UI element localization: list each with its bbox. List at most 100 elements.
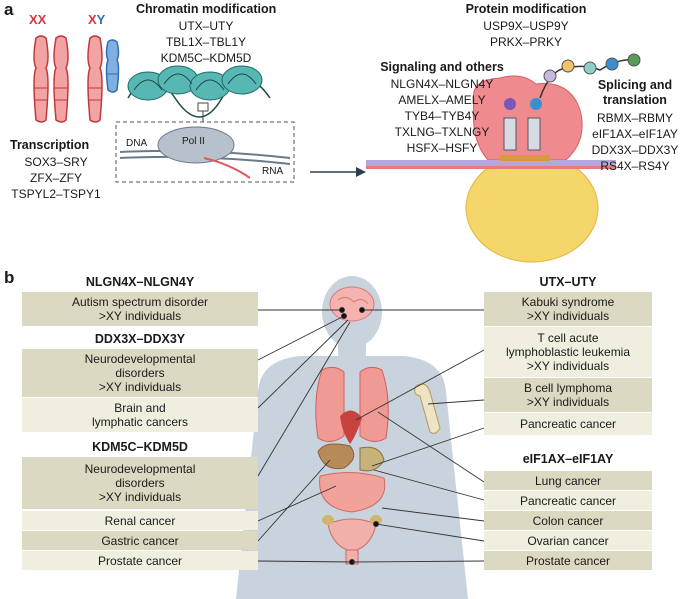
disease-box: B cell lymphoma>XY individuals	[484, 378, 652, 412]
gene-heading-kdm5c: KDM5C–KDM5D	[92, 440, 188, 454]
chromatin-pairs: UTX–UTY TBL1X–TBL1Y KDM5C–KDM5D	[136, 18, 276, 66]
bone-marrow-icon	[414, 383, 441, 434]
disease-text: >XY individuals	[98, 490, 182, 504]
brain-icon	[329, 286, 375, 322]
disease-box: Gastric cancer	[22, 531, 258, 550]
transcription-pair: SOX3–SRY	[24, 155, 88, 169]
disease-text: Gastric cancer	[101, 533, 179, 548]
chromatin-pair: UTX–UTY	[178, 19, 234, 33]
protein-pair: USP9X–USP9Y	[483, 19, 569, 33]
xy-chromosomes-icon	[87, 35, 120, 123]
xx-label: XX	[29, 12, 47, 27]
disease-text: Ovarian cancer	[527, 533, 609, 548]
disease-box: Pancreatic cancer	[484, 413, 652, 435]
disease-text: Autism spectrum disorder	[71, 295, 209, 309]
disease-box: Ovarian cancer	[484, 531, 652, 550]
disease-text: Prostate cancer	[525, 553, 611, 568]
protein-title: Protein modification	[465, 2, 587, 16]
disease-text: Neurodevelopmental	[84, 462, 196, 476]
xy-label: XY	[88, 12, 105, 27]
disease-box: Colon cancer	[484, 511, 652, 530]
disease-text: T cell acute	[537, 331, 599, 345]
signaling-pair: HSFX–HSFY	[406, 141, 478, 155]
disease-box: Kabuki syndrome>XY individuals	[484, 292, 652, 326]
disease-text: >XY individuals	[526, 309, 610, 323]
pol-ii-transcription-icon	[119, 126, 291, 179]
pelvic-organs-icon	[322, 515, 382, 565]
signaling-pair: AMELX–AMELY	[398, 93, 486, 107]
gene-heading-eif1ax: eIF1AX–eIF1AY	[522, 452, 614, 466]
xx-chromosomes-icon	[33, 35, 69, 123]
protein-pairs: USP9X–USP9Y PRKX–PRKY	[456, 18, 596, 50]
disease-text: >XY individuals	[526, 359, 610, 373]
disease-text: Colon cancer	[532, 513, 604, 528]
splicing-pair: eIF1AX–eIF1AY	[592, 127, 678, 141]
signaling-pair: NLGN4X–NLGN4Y	[390, 77, 494, 91]
chromatin-pair: KDM5C–KDM5D	[160, 51, 252, 65]
disease-text: Brain and	[114, 401, 166, 415]
splicing-title-line: translation	[603, 93, 667, 107]
disease-text: disorders	[115, 366, 165, 380]
protein-pair: PRKX–PRKY	[489, 35, 563, 49]
splicing-pairs: RBMX–RBMY eIF1AX–eIF1AY DDX3X–DDX3Y RS4X…	[586, 110, 684, 174]
chromatin-title: Chromatin modification	[136, 2, 277, 16]
x-label: X	[88, 12, 97, 27]
splicing-title: Splicing and translation	[588, 78, 682, 108]
disease-text: Neurodevelopmental	[84, 352, 196, 366]
disease-box: Renal cancer	[22, 511, 258, 530]
disease-text: >XY individuals	[98, 309, 182, 323]
gene-heading-ddx3x: DDX3X–DDX3Y	[94, 332, 186, 346]
disease-text: Pancreatic cancer	[519, 493, 617, 508]
disease-box: Autism spectrum disorder>XY individuals	[22, 292, 258, 326]
digestive-organs-icon	[317, 443, 386, 513]
leader-lines	[257, 307, 485, 565]
nucleosome-chromatin-icon	[127, 65, 271, 118]
transcription-pair: ZFX–ZFY	[29, 171, 82, 185]
signaling-pairs: NLGN4X–NLGN4Y AMELX–AMELY TYB4–TYB4Y TXL…	[372, 76, 512, 156]
signaling-pair: TXLNG–TXLNGY	[394, 125, 490, 139]
splicing-pair: RBMX–RBMY	[596, 111, 673, 125]
disease-box: Lung cancer	[484, 471, 652, 490]
disease-text: B cell lymphoma	[523, 381, 613, 395]
disease-box: Prostate cancer	[484, 551, 652, 570]
disease-text: lymphatic cancers	[91, 415, 189, 429]
transcription-title: Transcription	[10, 138, 90, 152]
disease-text: Lung cancer	[534, 473, 602, 488]
disease-text: Kabuki syndrome	[521, 295, 615, 309]
splicing-pair: RS4X–RS4Y	[600, 159, 670, 173]
splicing-pair: DDX3X–DDX3Y	[591, 143, 679, 157]
gene-heading-utx: UTX–UTY	[539, 275, 597, 289]
rna-label: RNA	[262, 166, 284, 177]
disease-box: Pancreatic cancer	[484, 491, 652, 510]
disease-text: Pancreatic cancer	[519, 417, 617, 431]
dna-label: DNA	[126, 138, 148, 149]
chromatin-pair: TBL1X–TBL1Y	[165, 35, 247, 49]
y-label: Y	[96, 12, 106, 27]
panel-b-label: b	[4, 268, 15, 287]
disease-text: Prostate cancer	[97, 553, 183, 568]
disease-text: lymphoblastic leukemia	[505, 345, 631, 359]
transcription-pairs: SOX3–SRY ZFX–ZFY TSPYL2–TSPY1	[4, 154, 108, 202]
pol-ii-label: Pol II	[182, 136, 205, 147]
splicing-title-line: Splicing and	[597, 78, 673, 92]
disease-text: >XY individuals	[526, 395, 610, 409]
lungs-heart-icon	[315, 366, 389, 444]
ribosome-icon	[465, 75, 599, 263]
signaling-pair: TYB4–TYB4Y	[404, 109, 480, 123]
disease-text: disorders	[115, 476, 165, 490]
transcription-pair: TSPYL2–TSPY1	[11, 187, 101, 201]
disease-box: Prostate cancer	[22, 551, 258, 570]
disease-text: Renal cancer	[104, 513, 176, 528]
nascent-peptide-icon	[539, 53, 641, 99]
mrna-strand-icon	[366, 155, 616, 169]
disease-text: >XY individuals	[98, 380, 182, 394]
gene-heading-nlgn4x: NLGN4X–NLGN4Y	[85, 275, 195, 289]
panel-a-label: a	[4, 0, 14, 19]
zoom-marker	[197, 102, 209, 112]
signaling-title: Signaling and others	[380, 60, 504, 74]
